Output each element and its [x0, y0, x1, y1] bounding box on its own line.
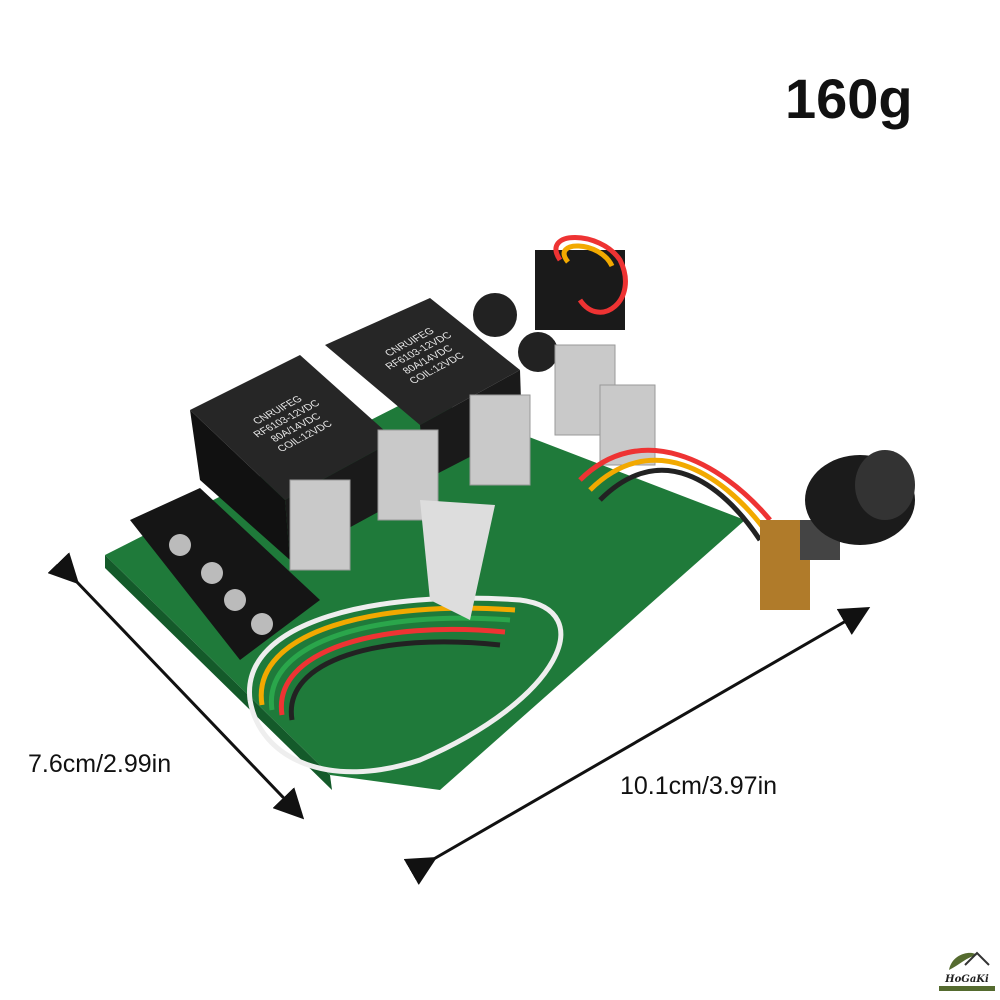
capacitor [518, 332, 558, 372]
length-arrow [403, 606, 871, 885]
length-dimension-label: 10.1cm/3.97in [620, 772, 778, 800]
white-connector [420, 500, 495, 620]
svg-text:HoGaKi: HoGaKi [944, 974, 989, 985]
width-arrow [47, 552, 305, 820]
potentiometer [760, 450, 915, 610]
brand-logo: HoGaKi [937, 945, 997, 997]
width-dimension-label: 7.6cm/2.99in [28, 750, 172, 778]
capacitor [473, 293, 517, 337]
weight-label: 160g [785, 67, 913, 130]
